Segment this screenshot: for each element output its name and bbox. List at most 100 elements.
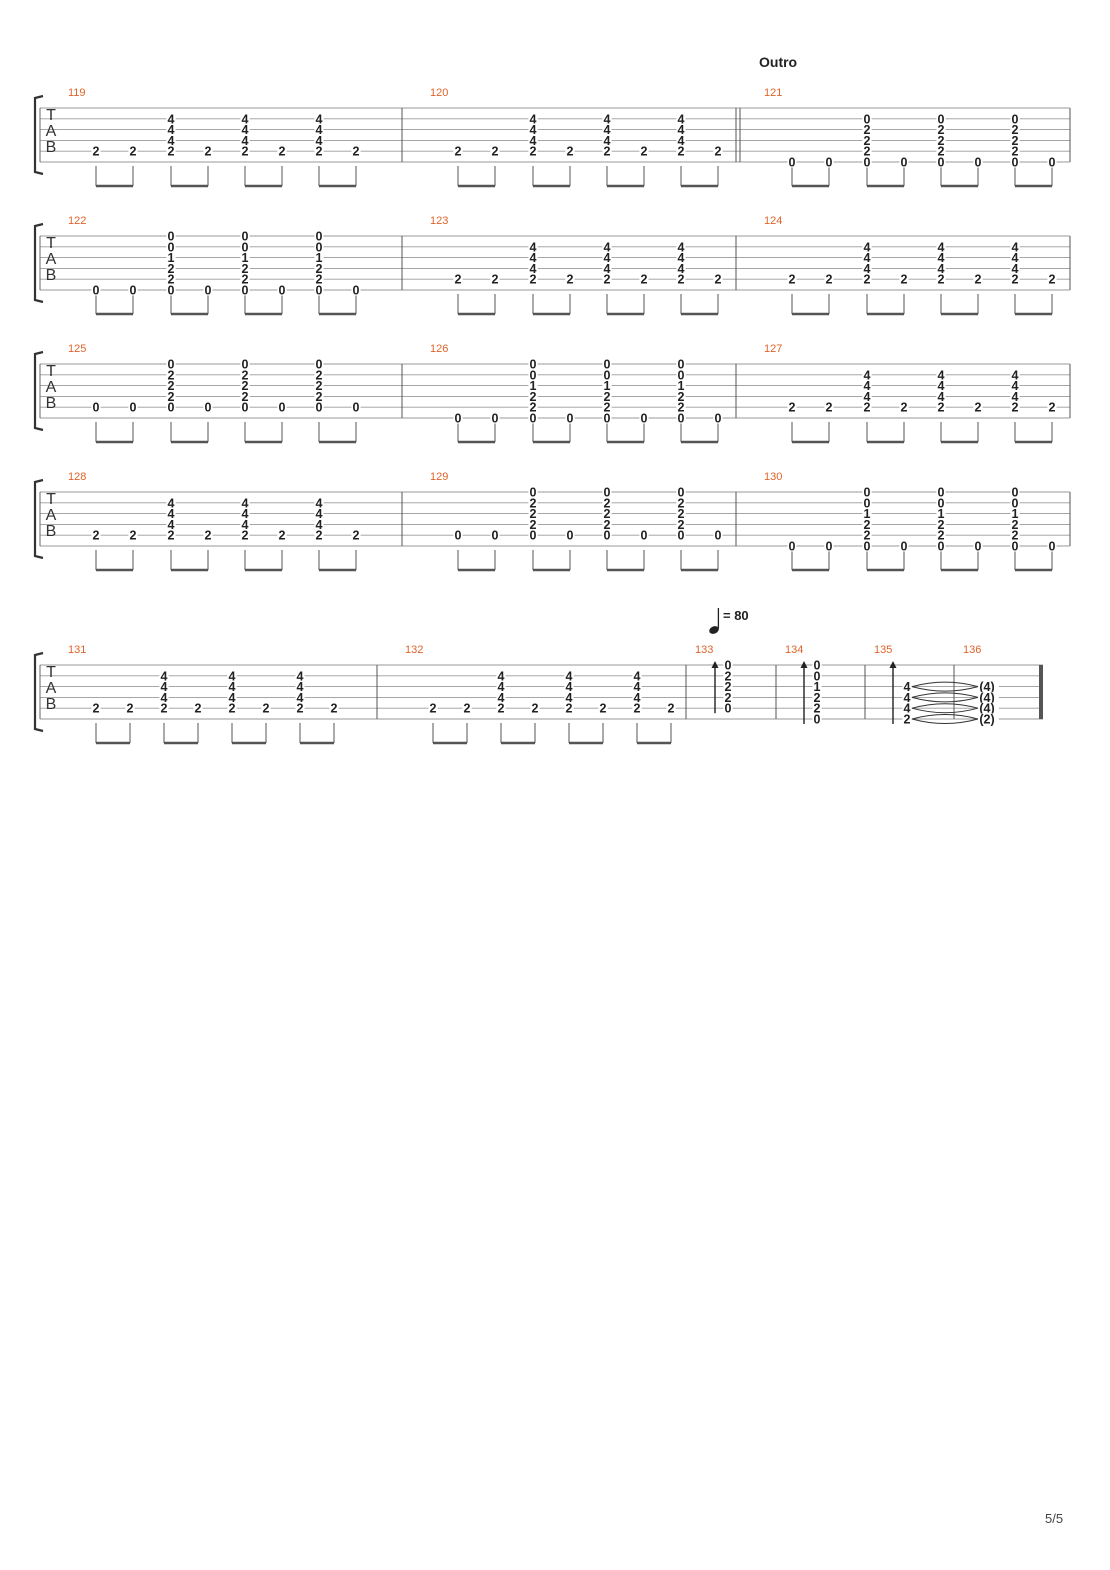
fret-bg — [314, 134, 324, 146]
fret-bg — [490, 273, 500, 285]
fret-number: 4 — [678, 123, 685, 137]
fret-number: 0 — [826, 156, 833, 170]
fret-number: 2 — [263, 702, 270, 716]
fret-bg — [723, 691, 733, 703]
fret-number: 0 — [938, 486, 945, 500]
fret-number: 1 — [938, 507, 945, 521]
fret-bg — [602, 390, 612, 402]
fret-bg — [159, 681, 169, 693]
fret-bg — [166, 380, 176, 392]
fret-number: 0 — [353, 284, 360, 298]
fret-bg — [564, 681, 574, 693]
fret-bg — [676, 508, 686, 520]
fret-number: 2 — [127, 702, 134, 716]
fret-bg — [314, 390, 324, 402]
fret-bg — [1047, 156, 1057, 168]
strum-up-arrow-icon — [800, 661, 808, 724]
fret-bg — [973, 540, 983, 552]
fret-bg — [166, 284, 176, 296]
fret-bg — [1010, 508, 1020, 520]
fret-bg — [602, 145, 612, 157]
fret-number: 4 — [1012, 240, 1019, 254]
fret-bg — [1010, 401, 1020, 413]
fret-number: 2 — [864, 273, 871, 287]
fret-number: 4 — [242, 507, 249, 521]
fret-number: 4 — [168, 134, 175, 148]
fret-number: 0 — [938, 540, 945, 554]
fret-bg — [787, 273, 797, 285]
fret-number: 4 — [229, 680, 236, 694]
fret-number: 2 — [826, 273, 833, 287]
fret-number: 0 — [168, 240, 175, 254]
fret-number: 2 — [864, 529, 871, 543]
fret-bg — [528, 518, 538, 530]
fret-number: 4 — [168, 123, 175, 137]
fret-bg — [240, 252, 250, 264]
fret-bg — [496, 691, 506, 703]
fret-bg — [240, 273, 250, 285]
fret-bg — [166, 358, 176, 370]
fret-number: 2 — [789, 401, 796, 415]
fret-number: 4 — [864, 390, 871, 404]
fret-number: 0 — [789, 540, 796, 554]
fret-bg — [862, 241, 872, 253]
fret-bg — [159, 702, 169, 714]
fret-number: 0 — [316, 240, 323, 254]
fret-number: 4 — [316, 112, 323, 126]
fret-number: 4 — [678, 262, 685, 276]
fret-number: 4 — [678, 240, 685, 254]
fret-bg — [314, 508, 324, 520]
fret-bg — [632, 681, 642, 693]
fret-number: 0 — [864, 156, 871, 170]
fret-bg — [1010, 241, 1020, 253]
fret-number: 2 — [353, 529, 360, 543]
fret-bg — [490, 529, 500, 541]
fret-bg — [787, 156, 797, 168]
fret-bg — [936, 156, 946, 168]
fret-bg — [166, 145, 176, 157]
fret-bg — [530, 702, 540, 714]
fret-number: 2 — [168, 390, 175, 404]
fret-bg — [203, 145, 213, 157]
fret-bg — [277, 401, 287, 413]
fret-bg — [936, 540, 946, 552]
fret-number: 2 — [814, 702, 821, 716]
fret-number: 2 — [1012, 273, 1019, 287]
fret-bg — [277, 529, 287, 541]
fret-number: 2 — [725, 691, 732, 705]
fret-number: 2 — [279, 145, 286, 159]
fret-bg — [91, 702, 101, 714]
measure-132-notes — [432, 723, 672, 745]
fret-number: 2 — [279, 529, 286, 543]
fret-bg — [227, 681, 237, 693]
fret-number: 2 — [604, 390, 611, 404]
fret-number: 0 — [316, 284, 323, 298]
fret-bg — [639, 273, 649, 285]
fret-bg — [1010, 380, 1020, 392]
fret-bg — [125, 702, 135, 714]
fret-bg — [166, 518, 176, 530]
fret-bg — [277, 284, 287, 296]
fret-number: 2 — [530, 145, 537, 159]
fret-bg — [902, 713, 912, 725]
fret-number: 4 — [604, 251, 611, 265]
fret-bg — [564, 691, 574, 703]
fret-bg — [862, 156, 872, 168]
tab-clef-letter: B — [46, 696, 57, 713]
measure-number: 122 — [68, 215, 86, 227]
fret-number: 2 — [242, 273, 249, 287]
measure-number: 121 — [764, 87, 782, 99]
fret-bg — [936, 486, 946, 498]
fret-number: 2 — [901, 273, 908, 287]
tab-clef-letter: B — [46, 139, 57, 156]
fret-bg — [277, 145, 287, 157]
fret-number: 0 — [1012, 112, 1019, 126]
fret-number: 0 — [678, 358, 685, 372]
fret-number: 0 — [242, 284, 249, 298]
fret-number: 4 — [530, 262, 537, 276]
fret-bg — [639, 529, 649, 541]
fret-number: 2 — [864, 401, 871, 415]
fret-number: 1 — [168, 251, 175, 265]
fret-bg — [314, 529, 324, 541]
fret-number: 1 — [864, 507, 871, 521]
